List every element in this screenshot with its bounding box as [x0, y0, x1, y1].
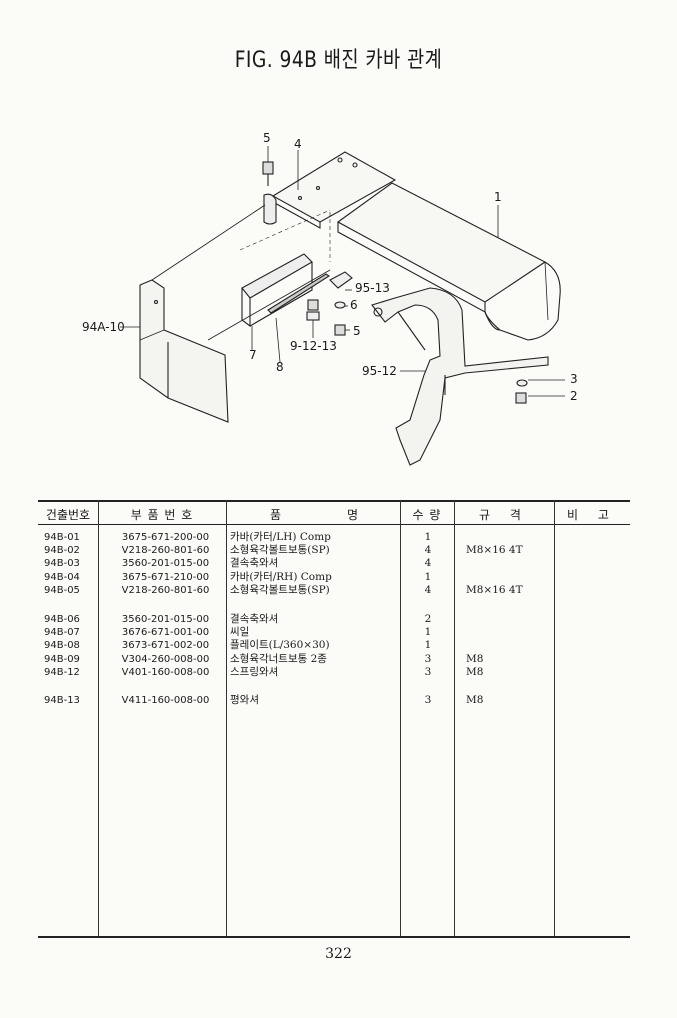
callout-8: 8	[276, 360, 284, 374]
figure-title: FIG. 94B 배진 카바 관계	[234, 48, 443, 73]
part-8-plate	[267, 273, 331, 314]
callout-2: 2	[570, 389, 578, 403]
part-95-12-frame	[371, 287, 549, 466]
part-9-12-13-nut	[306, 299, 320, 321]
callout-6: 6	[350, 298, 358, 312]
part-6-washer	[334, 301, 346, 309]
part-94a-10-panel	[139, 279, 229, 423]
header-part-no: 부 품 번 호	[130, 508, 194, 522]
header-code: 건출번호	[45, 508, 91, 522]
callout-95-13: 95-13	[355, 281, 390, 295]
callout-94a-10: 94A-10	[82, 320, 125, 334]
header-note: 비 고	[567, 508, 617, 522]
part-5-bolt-top	[262, 161, 277, 225]
part-95-13-bracket	[329, 271, 353, 289]
callout-4: 4	[294, 137, 302, 151]
callout-1: 1	[494, 190, 502, 204]
callout-95-12: 95-12	[362, 364, 397, 378]
header-spec: 규 격	[479, 508, 529, 522]
header-name-a: 품	[269, 508, 283, 522]
part-2-bolt	[515, 392, 527, 404]
part-1-cover-rh	[336, 182, 561, 341]
callout-9-12-13: 9-12-13	[290, 339, 337, 353]
callout-3: 3	[570, 372, 578, 386]
exploded-parts-diagram	[120, 146, 565, 466]
callout-5-lower: 5	[353, 324, 361, 338]
header-name-b: 명	[346, 508, 360, 522]
page-number: 322	[325, 946, 352, 962]
part-5-bolt-lower	[334, 324, 346, 336]
callout-5-top: 5	[263, 131, 271, 145]
callout-7: 7	[249, 348, 257, 362]
header-qty: 수 량	[412, 508, 442, 522]
part-3-washer	[516, 379, 528, 387]
part-7-seal	[241, 253, 313, 328]
